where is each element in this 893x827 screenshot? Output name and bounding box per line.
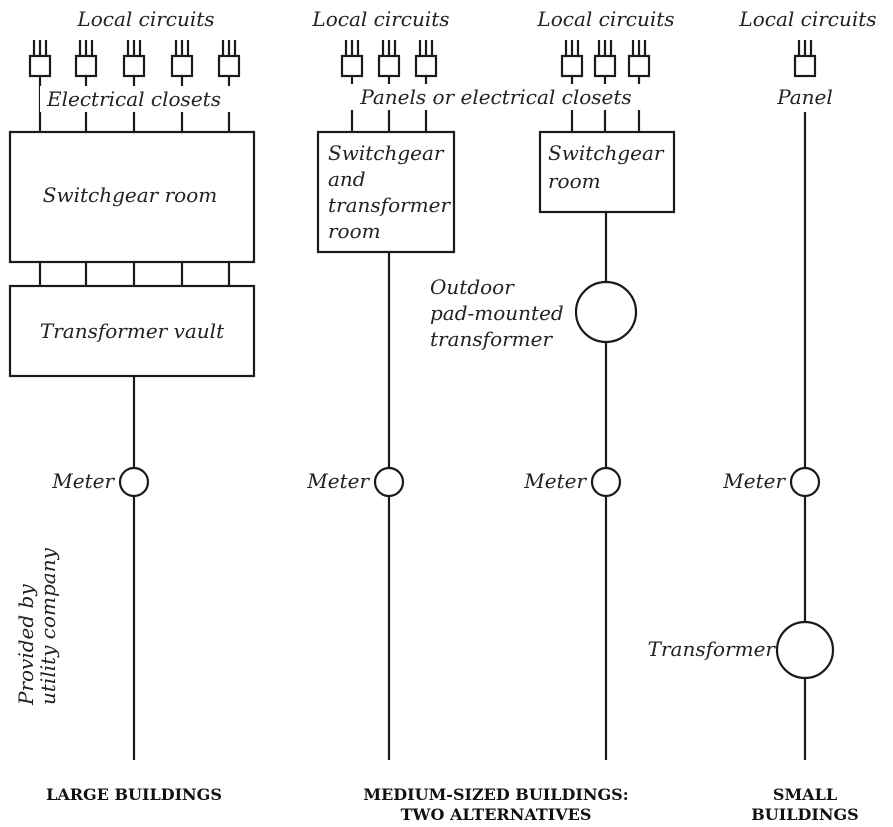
small-meter-label: Meter — [722, 469, 786, 493]
small-caption-line-1: SMALL — [773, 785, 837, 804]
switchgear-transformer-room-box — [316, 130, 456, 254]
meter-icon — [590, 466, 622, 498]
box-line-4: room — [328, 219, 381, 243]
panels-or-closets-label: Panels or electrical closets — [359, 85, 631, 109]
medium-alt-a-column: Local circuits Switchgear and transforme… — [306, 7, 456, 760]
small-local-circuits-label: Local circuits — [738, 7, 876, 31]
small-transformer-label: Transformer — [648, 637, 777, 661]
switchgear-room-box — [538, 130, 676, 214]
meter-icon — [118, 466, 150, 498]
circuit-plug-icon — [793, 40, 817, 78]
electrical-closets-label: Electrical closets — [46, 87, 221, 111]
medium-b-local-circuits-label: Local circuits — [536, 7, 674, 31]
transformer-vault-box — [8, 284, 256, 378]
transformer-line-3: transformer — [430, 327, 553, 351]
box-line-1: Switchgear — [328, 141, 445, 165]
box-line-2: and — [328, 167, 366, 191]
pad-mounted-transformer-icon — [574, 280, 638, 344]
large-buildings-column: Local circuits Electrical closets Switch… — [8, 7, 256, 804]
box-line-1: Switchgear — [548, 141, 665, 165]
medium-caption-line-1: MEDIUM-SIZED BUILDINGS: — [363, 785, 628, 804]
circuit-plug-icon — [593, 40, 617, 132]
switchgear-room-label: Switchgear room — [43, 183, 217, 207]
small-caption-line-2: BUILDINGS — [751, 805, 858, 824]
utility-note-line-1: Provided by — [14, 584, 38, 706]
circuit-plug-icon — [217, 40, 241, 132]
meter-icon — [789, 466, 821, 498]
utility-note-line-2: utility company — [36, 547, 60, 705]
transformer-vault-label: Transformer vault — [40, 319, 225, 343]
medium-a-meter-label: Meter — [306, 469, 370, 493]
medium-caption-line-2: TWO ALTERNATIVES — [401, 805, 592, 824]
circuit-plug-icon — [170, 40, 194, 132]
medium-a-circuit-plugs — [340, 40, 438, 132]
label-backing — [40, 86, 236, 112]
meter-icon — [373, 466, 405, 498]
small-buildings-column: Local circuits Panel Meter Transformer S… — [648, 7, 877, 824]
medium-a-local-circuits-label: Local circuits — [311, 7, 449, 31]
box-line-2: room — [548, 169, 601, 193]
label-backing — [350, 84, 642, 110]
transformer-line-1: Outdoor — [430, 275, 515, 299]
large-local-circuits-label: Local circuits — [76, 7, 214, 31]
box-line-3: transformer — [328, 193, 451, 217]
large-meter-label: Meter — [51, 469, 115, 493]
switchgear-room-box — [8, 130, 256, 264]
transformer-icon — [775, 620, 835, 680]
transformer-line-2: pad-mounted — [430, 301, 564, 325]
switchgear-to-vault-connectors — [38, 262, 231, 286]
medium-alt-b-column: Local circuits Panels or electrical clos… — [350, 7, 676, 824]
panel-label: Panel — [776, 85, 833, 109]
large-buildings-caption: LARGE BUILDINGS — [46, 785, 222, 804]
medium-b-meter-label: Meter — [523, 469, 587, 493]
